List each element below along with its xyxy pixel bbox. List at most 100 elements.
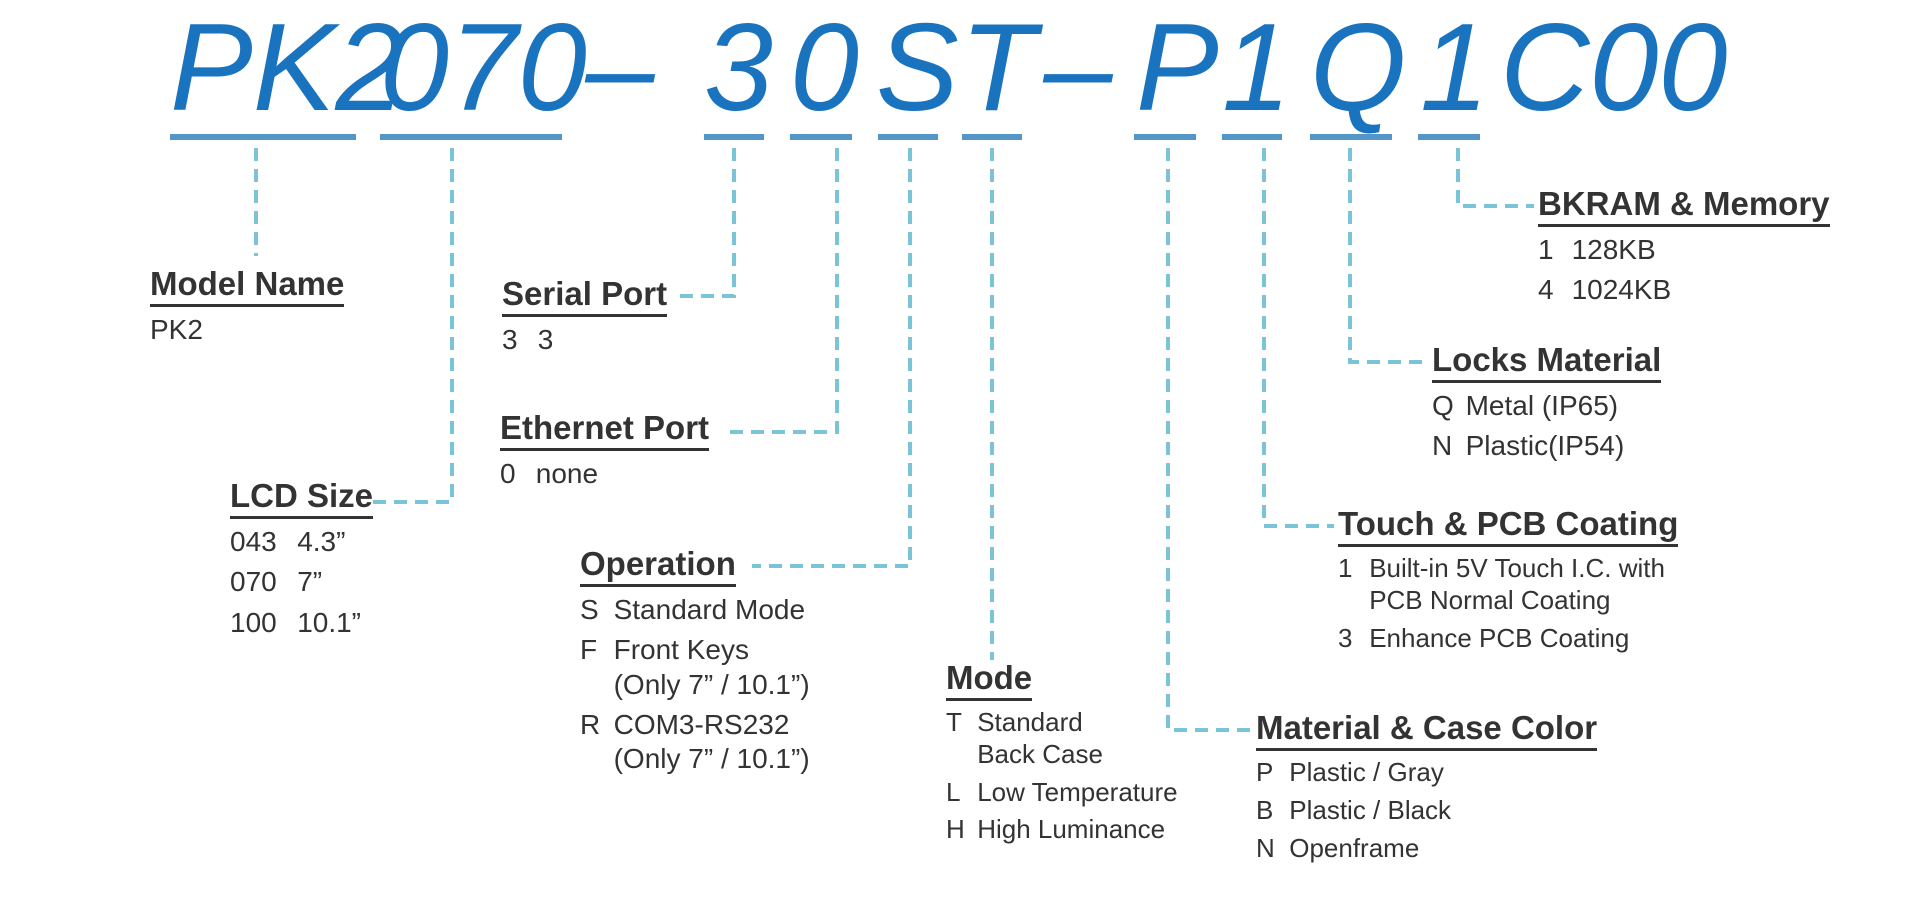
- option-label: High Luminance: [977, 814, 1166, 845]
- field-heading: Material & Case Color: [1256, 709, 1598, 752]
- option-row: Q Metal (IP65): [1432, 389, 1661, 423]
- field-heading: Serial Port: [502, 275, 668, 318]
- code-underline: [1134, 134, 1196, 140]
- field-heading: Operation: [580, 545, 736, 588]
- option-label-continued: PCB Normal Coating: [1369, 585, 1611, 616]
- option-row: 4 1024KB: [1538, 273, 1830, 307]
- option-code: P: [1256, 757, 1274, 788]
- code-segment-mode: T: [960, 0, 1036, 137]
- field-serial-port: Serial Port 3 3: [502, 275, 668, 357]
- leader-ethernet-port: [722, 148, 839, 434]
- code-separator: –: [1043, 0, 1113, 137]
- field-heading: Locks Material: [1432, 341, 1662, 384]
- option-label: 10.1”: [297, 606, 362, 638]
- option-label: Plastic / Gray: [1289, 757, 1444, 788]
- code-segment-locks-material: Q: [1310, 0, 1407, 137]
- leader-locks-material: [1348, 148, 1424, 364]
- option-row: 070 7”: [230, 565, 373, 599]
- option-code: N: [1432, 430, 1453, 462]
- code-underline: [1418, 134, 1480, 140]
- option-code: L: [946, 776, 961, 807]
- option-label: COM3-RS232: [613, 708, 790, 740]
- option-code: F: [580, 634, 598, 666]
- option-row: 3 Enhance PCB Coating: [1338, 623, 1678, 655]
- leader-lcd-size: [370, 148, 454, 504]
- option-label: Low Temperature: [977, 776, 1178, 807]
- field-heading: LCD Size: [230, 477, 374, 520]
- option-label: Plastic(IP54): [1465, 430, 1625, 462]
- option-code: 070: [230, 566, 277, 598]
- leader-operation: [752, 148, 912, 568]
- code-segment-operation: S: [876, 0, 959, 137]
- option-row: N Plastic(IP54): [1432, 429, 1661, 463]
- option-label: 4.3”: [297, 526, 346, 558]
- field-material-case-color: Material & Case Color P Plastic / Gray B…: [1256, 709, 1598, 865]
- code-underline: [962, 134, 1022, 140]
- option-code: 3: [1338, 622, 1353, 653]
- option-label: 1024KB: [1571, 274, 1672, 306]
- option-row: 0 none: [500, 457, 709, 491]
- option-label: none: [535, 458, 599, 490]
- field-heading: Ethernet Port: [500, 409, 710, 452]
- leader-serial-port: [672, 148, 736, 298]
- option-label: Enhance PCB Coating: [1369, 622, 1630, 653]
- option-row: H High Luminance: [946, 814, 1178, 846]
- field-heading: BKRAM & Memory: [1538, 185, 1830, 228]
- code-segment-reserved: C00: [1500, 0, 1728, 137]
- option-code: 3: [502, 324, 518, 356]
- code-segment-touch-pcb-coating: 1: [1222, 0, 1291, 137]
- option-row: F Front Keys(Only 7” / 10.1”): [580, 633, 810, 701]
- field-heading: Mode: [946, 659, 1033, 702]
- code-underline: [380, 134, 562, 140]
- leader-bkram-memory: [1456, 148, 1534, 208]
- option-code: 1: [1538, 234, 1554, 266]
- code-underline: [790, 134, 852, 140]
- code-underline: [878, 134, 938, 140]
- option-label: 3: [537, 324, 554, 356]
- option-row: 3 3: [502, 323, 667, 357]
- code-underline: [704, 134, 764, 140]
- option-label: Front Keys: [613, 634, 749, 666]
- code-segment-lcd-size: 070: [380, 0, 587, 137]
- option-label-continued: (Only 7” / 10.1”): [613, 668, 810, 700]
- option-code: 100: [230, 606, 277, 638]
- option-code: 4: [1538, 274, 1554, 306]
- option-code: B: [1256, 795, 1274, 826]
- field-heading: Model Name: [150, 265, 345, 308]
- option-code: S: [580, 594, 599, 626]
- field-heading: Touch & PCB Coating: [1338, 505, 1679, 548]
- field-ethernet-port: Ethernet Port 0 none: [500, 409, 710, 491]
- option-label: Plastic / Black: [1289, 795, 1452, 826]
- option-row: S Standard Mode: [580, 593, 810, 627]
- option-row: P Plastic / Gray: [1256, 757, 1597, 789]
- option-label-continued: Back Case: [977, 739, 1103, 770]
- code-underline: [1222, 134, 1282, 140]
- code-segment-bkram-memory: 1: [1420, 0, 1489, 137]
- option-code: N: [1256, 832, 1275, 863]
- option-code: 0: [500, 458, 516, 490]
- option-row: N Openframe: [1256, 833, 1597, 865]
- option-row: 100 10.1”: [230, 606, 373, 640]
- code-segment-model: PK2: [170, 0, 405, 137]
- code-segment-material-case-color: P: [1136, 0, 1219, 137]
- option-code: PK2: [150, 314, 203, 346]
- code-underline: [1310, 134, 1392, 140]
- option-code: Q: [1432, 390, 1454, 422]
- code-underline: [170, 134, 356, 140]
- option-label: Metal (IP65): [1465, 390, 1619, 422]
- option-label: Standard Mode: [613, 594, 806, 626]
- field-operation: Operation S Standard Mode F Front Keys(Onl…: [580, 545, 810, 776]
- field-model-name: Model Name PK2: [150, 265, 345, 347]
- option-label: Built-in 5V Touch I.C. with: [1369, 553, 1665, 584]
- option-code: H: [946, 814, 965, 845]
- option-label: 7”: [297, 566, 323, 598]
